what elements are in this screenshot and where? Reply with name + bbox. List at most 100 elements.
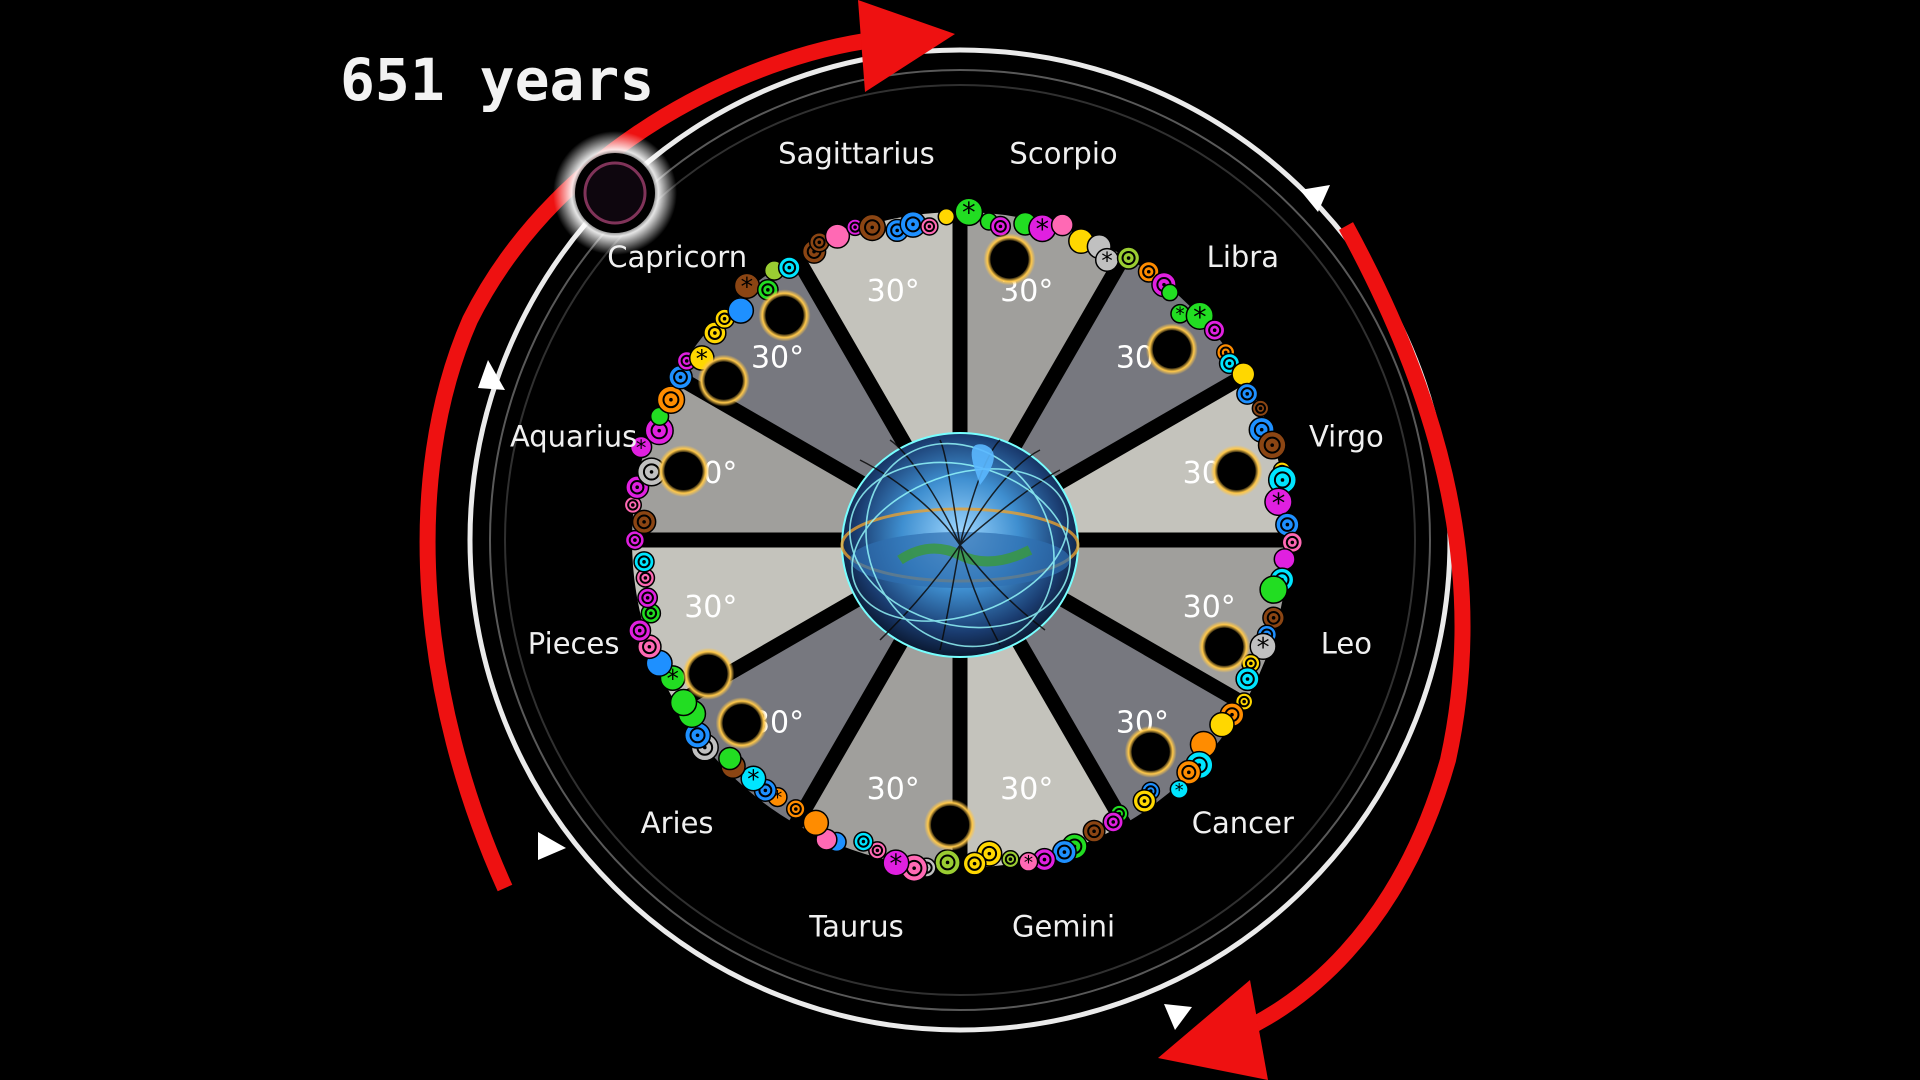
wedge-degree-label: 30° [684,590,737,625]
chart-border-ring [504,84,1416,996]
eclipse-icon [553,131,677,255]
svg-text:*: * [773,788,782,809]
cycle-caption: 651 years [340,46,654,114]
planet-marker-icon [727,297,755,324]
planet-marker-icon [637,587,659,609]
planet-marker-icon [868,841,887,860]
planet-marker-icon [1236,382,1259,405]
orbit-arrow-icon [1300,185,1330,212]
planet-marker-icon [962,851,987,876]
planet-marker-icon [1257,430,1287,460]
planet-marker-icon: * [733,272,761,301]
planet-marker-icon [1231,362,1256,387]
planet-marker-icon [1001,850,1020,869]
eclipse-marker-icon [924,798,977,851]
sign-label-sagittarius: Sagittarius [778,137,935,171]
eclipse-marker-icon [682,647,735,700]
planet-marker-icon [934,849,961,876]
sign-label-leo: Leo [1321,627,1372,661]
planet-marker-icon [920,217,939,236]
planet-marker-icon [785,799,806,819]
planet-marker-icon [718,746,742,771]
orbit-arrow-icon [478,360,505,390]
sign-label-aquarius: Aquarius [510,419,637,453]
svg-text:*: * [1175,781,1184,801]
planet-marker-icon [1161,283,1179,302]
planet-marker-icon [669,688,698,717]
svg-text:*: * [747,765,759,794]
planet-marker-icon: * [1018,851,1039,874]
planet-marker-icon [1203,319,1226,342]
orbit-arrows [478,185,1330,1030]
sign-label-cancer: Cancer [1192,806,1294,840]
svg-text:*: * [1024,853,1033,874]
planet-markers: ***************** [623,197,1304,883]
eclipse-marker-icon [1124,725,1177,778]
planet-marker-icon: * [1170,303,1190,326]
eclipse-marker-icon [1198,620,1251,673]
eclipse-marker-icon [1210,445,1263,498]
cycle-arrow-right [1217,222,1471,1048]
planet-marker-icon [1116,246,1141,270]
planet-marker-icon [631,509,657,535]
planet-marker-icon [1102,811,1124,833]
planet-marker-icon: * [954,197,984,229]
planet-marker-icon [628,618,652,643]
planet-marker-icon [802,809,830,837]
sign-label-aries: Aries [641,806,714,840]
svg-text:*: * [1193,302,1206,333]
svg-text:*: * [1272,488,1286,519]
planet-marker-icon [1273,548,1296,571]
planet-marker-icon: * [740,765,767,794]
planet-marker-icon [777,256,801,279]
svg-text:*: * [1176,305,1185,326]
eclipse-marker-icon [657,445,710,498]
eclipse-marker-icon [697,354,750,407]
planet-marker-icon [684,721,712,749]
eclipse-marker-icon [758,289,811,342]
planet-marker-icon: * [1028,213,1057,245]
planet-marker-icon [1132,789,1157,813]
svg-text:*: * [890,850,903,880]
planet-marker-icon: * [1185,301,1215,333]
cycle-arrow-left [419,30,891,892]
eclipse-marker-icon [715,697,768,750]
planet-marker-icon [1176,759,1202,785]
planet-marker-icon [1267,465,1298,495]
planet-marker-icon [656,385,686,415]
svg-text:*: * [636,435,647,460]
sign-label-taurus: Taurus [808,909,903,943]
planet-marker-icon [1262,606,1285,630]
planet-marker-icon [624,529,646,551]
wedge-degree-label: 30° [751,341,804,376]
wedge-degree-label: 30° [867,772,920,807]
cycle-arrows [419,0,1471,1080]
orbit-arrow-icon [538,832,566,860]
planet-marker-icon: * [629,435,653,460]
svg-text:*: * [741,272,753,301]
wedge-degree-label: 30° [1183,590,1236,625]
planet-marker-icon [1235,666,1260,692]
inner-orbit-ring [489,69,1431,1011]
planet-marker-icon [640,603,662,624]
planet-marker-icon [1259,575,1288,604]
wedge-degree-label: 30° [1000,772,1053,807]
cycle-arrow-icon [858,0,955,92]
planet-marker-icon: * [882,849,910,880]
svg-text:*: * [1036,214,1049,245]
planet-marker-icon [1082,819,1106,843]
planet-marker-icon [937,207,956,226]
sign-label-capricorn: Capricorn [607,240,747,274]
cycle-arrow-icon [1158,980,1268,1080]
planet-marker-icon [644,415,674,446]
planet-marker-icon [1050,213,1074,237]
wedge-degree-label: 30° [867,274,920,309]
svg-text:*: * [1101,248,1112,274]
svg-text:*: * [962,198,976,229]
planet-marker-icon [858,213,887,242]
planet-marker-icon [853,831,874,852]
sign-label-scorpio: Scorpio [1009,137,1117,171]
planet-marker-icon: * [1169,779,1189,801]
earth-globe-icon [840,432,1080,658]
